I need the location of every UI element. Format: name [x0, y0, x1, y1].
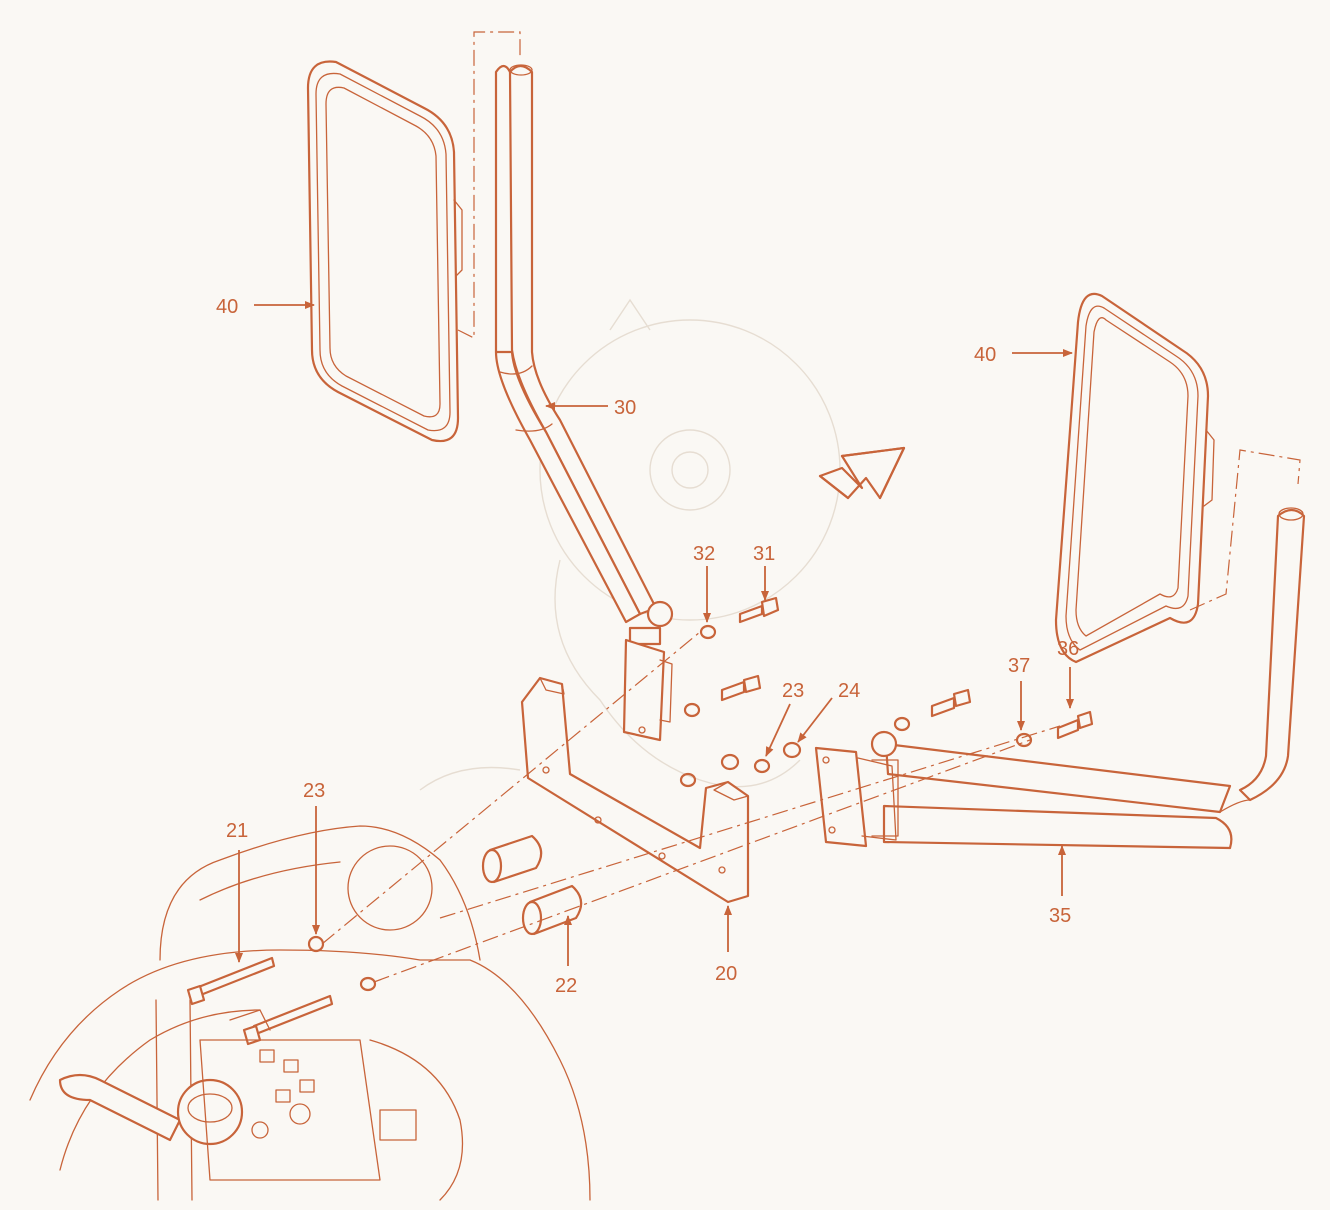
bolt-31	[738, 596, 780, 624]
callout-leaders	[235, 301, 1074, 966]
callout-23-upper: 23	[782, 680, 804, 702]
washer-lower-second	[359, 976, 377, 992]
spacer-22-lower	[521, 884, 583, 936]
washer-32	[699, 624, 717, 640]
callout-23-lower: 23	[303, 780, 325, 802]
callout-37: 37	[1008, 655, 1030, 677]
forward-direction-arrow-icon	[818, 446, 906, 500]
callout-40-right: 40	[974, 344, 996, 366]
vehicle-dashboard	[29, 825, 591, 1201]
callout-40-left: 40	[216, 296, 238, 318]
callout-32: 32	[693, 543, 715, 565]
bracket-20	[520, 676, 750, 904]
left-mirror-arm	[494, 64, 674, 742]
washer-23-lower	[307, 935, 325, 953]
callout-22: 22	[555, 975, 577, 997]
assembly-axes	[321, 631, 1061, 983]
nut-24	[782, 741, 802, 759]
callout-20: 20	[715, 963, 737, 985]
callout-30: 30	[614, 397, 636, 419]
callout-24: 24	[838, 680, 860, 702]
callout-36: 36	[1057, 638, 1079, 660]
callout-31: 31	[753, 543, 775, 565]
spacer-22-upper	[481, 834, 543, 884]
callout-21: 21	[226, 820, 248, 842]
fastener-set-upper	[679, 674, 972, 788]
right-mirror-head	[1054, 292, 1301, 664]
bolt-21	[186, 956, 334, 1046]
left-mirror-head	[306, 31, 521, 443]
washer-37	[1015, 732, 1033, 748]
right-mirror-arm	[814, 507, 1306, 850]
washer-23-upper	[753, 758, 771, 774]
callout-35: 35	[1049, 905, 1071, 927]
bolt-36	[1056, 710, 1094, 740]
